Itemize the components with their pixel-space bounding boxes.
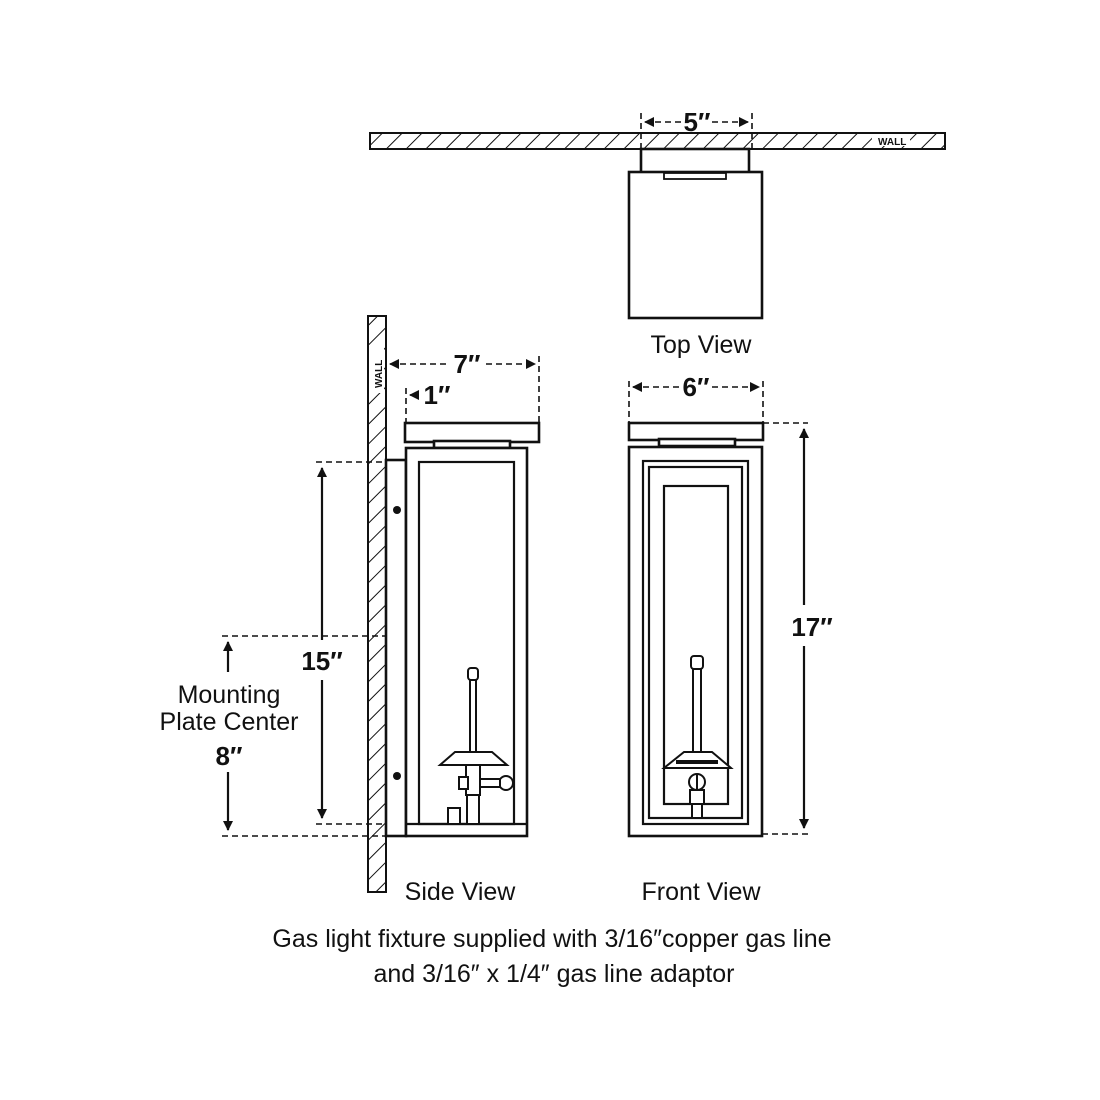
side-wall <box>367 315 387 893</box>
side-gas-burner <box>437 667 514 825</box>
top-view-label: Top View <box>651 331 753 359</box>
front-view-label: Front View <box>641 878 761 906</box>
top-mount-plate <box>639 147 751 175</box>
side-wall-label: WALL <box>374 360 385 388</box>
front-view: 6″ 17″ Front View <box>627 372 833 906</box>
dim-side-height: 15″ <box>301 646 342 676</box>
top-wall-label: WALL <box>878 137 906 148</box>
dim-top-width: 5″ <box>684 107 711 137</box>
side-view: WALL 7″ 1″ <box>160 315 541 906</box>
caption-line-1: Gas light fixture supplied with 3/16″cop… <box>272 925 831 953</box>
dim-front-height: 17″ <box>791 612 832 642</box>
side-view-label: Side View <box>405 878 517 906</box>
front-canopy <box>627 421 765 442</box>
top-fixture-body <box>627 170 764 320</box>
top-wall <box>369 132 946 150</box>
caption-line-2: and 3/16″ x 1/4″ gas line adaptor <box>373 960 734 988</box>
dim-side-offset: 1″ <box>424 380 451 410</box>
dim-front-width: 6″ <box>683 372 710 402</box>
mount-screw-top <box>393 506 401 514</box>
mounting-label-line2: Plate Center <box>160 708 299 736</box>
dim-side-depth: 7″ <box>454 349 481 379</box>
mount-screw-bottom <box>393 772 401 780</box>
top-view: WALL 5″ Top View <box>369 107 946 359</box>
front-fixture-body <box>627 445 764 838</box>
dim-mount-center: 8″ <box>216 741 243 771</box>
front-gas-burner <box>661 655 734 819</box>
mounting-label-line1: Mounting <box>178 681 281 709</box>
side-canopy <box>403 421 541 444</box>
